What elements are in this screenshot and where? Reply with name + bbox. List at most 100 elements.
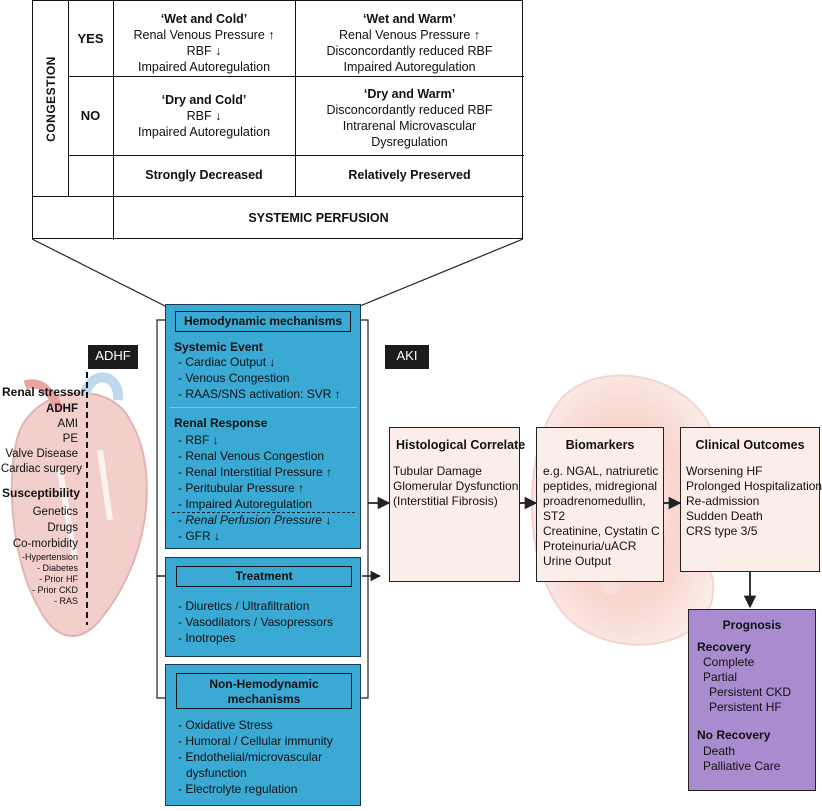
wet-cold-title: ‘Wet and Cold’	[160, 12, 248, 26]
treatment-item: - Diuretics / Ultrafiltration	[178, 599, 310, 613]
comorbidity-item: - RAS	[53, 596, 78, 606]
systemic-event-panel: Systemic Event - Cardiac Output ↓ - Veno…	[170, 335, 357, 407]
adhf-tag: ADHF	[88, 345, 138, 369]
renal-dotted-divider	[172, 512, 355, 513]
row-no-label: NO	[80, 108, 101, 123]
biomarker-item: peptides, midregional	[543, 479, 658, 493]
no-recovery-item: Palliative Care	[703, 759, 781, 773]
non-hemodynamic-item: - Electrolyte regulation	[178, 782, 298, 796]
left-bracket	[156, 319, 165, 699]
non-hemodynamic-header-line-1: Non-Hemodynamic	[209, 677, 319, 691]
systemic-perfusion-label: SYSTEMIC PERFUSION	[248, 211, 389, 225]
renal-response-divider	[170, 407, 357, 408]
renal-item: - RBF ↓	[178, 433, 219, 447]
renal-item: - Renal Venous Congestion	[178, 449, 325, 463]
renal-item: - Peritubular Pressure ↑	[178, 481, 305, 495]
susceptibility-title: Susceptibility	[2, 486, 81, 500]
dry-warm-line-2: Intrarenal Microvascular	[342, 119, 477, 133]
stressor-item: Cardiac surgery	[0, 463, 82, 475]
dry-warm-line-3: Dysregulation	[371, 135, 448, 149]
comorbidity-item: - Prior HF	[39, 574, 78, 584]
row-blank-cell	[68, 155, 114, 197]
treatment-item: - Inotropes	[178, 631, 236, 645]
non-hemodynamic-box: Non-Hemodynamic mechanisms - Oxidative S…	[165, 664, 361, 806]
biomarker-item: e.g. NGAL, natriuretic	[543, 464, 659, 478]
perfusion-blank-cell	[33, 196, 114, 240]
non-hemodynamic-item: - Humoral / Cellular immunity	[178, 734, 333, 748]
clinical-item: CRS type 3/5	[686, 524, 758, 538]
histological-item: (Interstitial Fibrosis)	[393, 494, 498, 508]
wet-cold-line-3: Impaired Autoregulation	[137, 60, 271, 74]
renal-item: - Impaired Autoregulation	[178, 497, 313, 511]
col-strongly-decreased-label: Strongly Decreased	[145, 168, 263, 182]
non-hemodynamic-item: - Oxidative Stress	[178, 718, 273, 732]
susceptibility-item: Drugs	[47, 522, 78, 534]
recovery-item: Partial	[703, 670, 738, 684]
left-panel: Renal stressor ADHF AMI PE Valve Disease…	[0, 380, 86, 610]
clinical-item: Re-admission	[686, 494, 760, 508]
wet-warm-line-3: Impaired Autoregulation	[343, 60, 476, 74]
quadrant-wet-cold: ‘Wet and Cold’ Renal Venous Pressure ↑ R…	[113, 1, 296, 77]
histological-item: Glomerular Dysfunction	[393, 479, 519, 493]
non-hemodynamic-item: - Endothelial/microvascular	[178, 750, 323, 764]
comorbidity-item: - Diabetes	[36, 563, 78, 573]
no-recovery-title: No Recovery	[697, 728, 771, 742]
wet-cold-line-2: RBF ↓	[186, 44, 222, 58]
stressor-item: PE	[62, 433, 78, 445]
stressor-item: ADHF	[46, 403, 78, 415]
hemodynamic-mechanisms-box: Hemodynamic mechanisms Systemic Event - …	[165, 304, 361, 549]
hemodynamic-header: Hemodynamic mechanisms	[175, 311, 351, 332]
histological-correlate-box: Histological Correlate Tubular Damage Gl…	[389, 427, 525, 582]
row-no-cell: NO	[68, 76, 114, 156]
no-recovery-item: Death	[703, 744, 736, 758]
recovery-item: Complete	[703, 655, 755, 669]
clinical-outcomes-box: Clinical Outcomes Worsening HF Prolonged…	[680, 427, 822, 572]
funnel-line-right	[359, 238, 524, 307]
comorbidity-item: - Prior CKD	[31, 585, 78, 595]
renal-response-panel: Renal Response - RBF ↓ - Renal Venous Co…	[170, 409, 357, 545]
non-hemodynamic-header-line-2: mechanisms	[227, 692, 301, 706]
biomarker-item: ST2	[543, 509, 566, 523]
aki-tag: AKI	[385, 345, 429, 369]
dry-cold-title: ‘Dry and Cold’	[161, 93, 247, 107]
non-hemodynamic-item: dysfunction	[186, 766, 247, 780]
prognosis-box: Prognosis Recovery Complete Partial Pers…	[688, 609, 816, 791]
treatment-item: - Vasodilators / Vasopressors	[178, 615, 333, 629]
biomarker-item: proadrenomedullin,	[543, 494, 646, 508]
clinical-item: Sudden Death	[686, 509, 763, 523]
row-yes-cell: YES	[68, 1, 114, 77]
renal-response-title: Renal Response	[174, 416, 268, 430]
dry-warm-line-1: Disconcordantly reduced RBF	[326, 103, 493, 117]
biomarkers-title: Biomarkers	[565, 438, 635, 452]
prognosis-title: Prognosis	[722, 618, 782, 632]
perfusion-label-cell: SYSTEMIC PERFUSION	[113, 196, 524, 240]
treatment-box: Treatment - Diuretics / Ultrafiltration …	[165, 557, 361, 657]
dry-cold-line-1: RBF ↓	[186, 109, 222, 123]
row-yes-label: YES	[77, 31, 104, 46]
wet-warm-title: ‘Wet and Warm’	[362, 12, 457, 26]
heart-illustration	[10, 372, 148, 637]
treatment-header: Treatment	[176, 566, 352, 587]
biomarker-item: Creatinine, Cystatin C	[543, 524, 660, 538]
dry-warm-title: ‘Dry and Warm’	[363, 87, 456, 101]
col-strongly-decreased: Strongly Decreased	[113, 155, 296, 197]
non-hemodynamic-header: Non-Hemodynamic mechanisms	[176, 673, 352, 709]
systemic-item: - Cardiac Output ↓	[178, 355, 276, 369]
funnel-line-left	[31, 238, 166, 307]
wet-warm-line-1: Renal Venous Pressure ↑	[338, 28, 481, 42]
renal-stressor-title: Renal stressor	[2, 385, 86, 399]
histological-item: Tubular Damage	[393, 464, 482, 478]
susceptibility-item: Co-morbidity	[12, 538, 78, 550]
susceptibility-item: Genetics	[32, 506, 78, 518]
comorbidity-item: -Hypertension	[21, 552, 78, 562]
clinical-item: Worsening HF	[686, 464, 763, 478]
partial-item: Persistent CKD	[709, 685, 792, 699]
stressor-item: AMI	[57, 418, 78, 430]
recovery-title: Recovery	[697, 640, 752, 654]
renal-item-gfr: - GFR ↓	[178, 529, 220, 543]
biomarker-item: Proteinuria/uACR	[543, 539, 637, 553]
biomarker-item: Urine Output	[543, 554, 612, 568]
systemic-event-title: Systemic Event	[174, 340, 263, 354]
wet-warm-line-2: Disconcordantly reduced RBF	[326, 44, 493, 58]
partial-item: Persistent HF	[709, 700, 782, 714]
